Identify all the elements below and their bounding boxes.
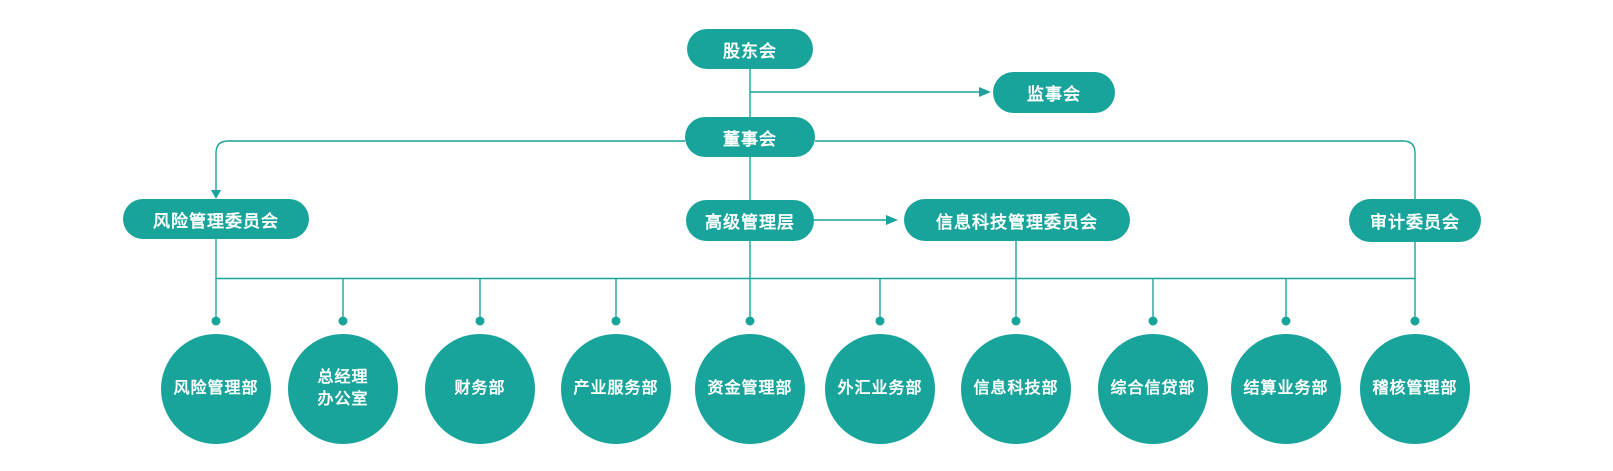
arrowhead-itcommittee [886, 215, 898, 225]
node-dept-it: 信息科技部 [961, 334, 1071, 444]
dept-dot-1 [211, 316, 221, 326]
dept-dot-5 [745, 316, 755, 326]
dept-dot-8 [1148, 316, 1158, 326]
node-dept-risk-management: 风险管理部 [161, 334, 271, 444]
node-supervisory-board: 监事会 [993, 72, 1115, 113]
dept-dot-9 [1281, 316, 1291, 326]
node-dept-treasury: 资金管理部 [695, 334, 805, 444]
connector-board-audit [815, 140, 1416, 279]
dept-dot-10 [1410, 316, 1420, 326]
node-it-management-committee: 信息科技管理委员会 [904, 199, 1130, 241]
connector-board-risk [215, 140, 685, 190]
arrowhead-risk [211, 190, 221, 199]
node-dept-settlement: 结算业务部 [1231, 334, 1341, 444]
dept-dot-6 [875, 316, 885, 326]
dept-dot-4 [611, 316, 621, 326]
node-dept-finance: 财务部 [425, 334, 535, 444]
node-dept-gm-office: 总经理 办公室 [288, 334, 398, 444]
node-dept-audit-management: 稽核管理部 [1360, 334, 1470, 444]
arrowhead-supervisory [979, 87, 991, 97]
node-risk-management-committee: 风险管理委员会 [123, 199, 309, 239]
node-dept-forex: 外汇业务部 [825, 334, 935, 444]
node-dept-industry-services: 产业服务部 [561, 334, 671, 444]
dept-dot-7 [1011, 316, 1021, 326]
node-senior-management: 高级管理层 [686, 200, 814, 241]
node-audit-committee: 审计委员会 [1349, 199, 1481, 242]
dept-dot-2 [338, 316, 348, 326]
node-dept-credit: 综合信贷部 [1098, 334, 1208, 444]
node-shareholders: 股东会 [687, 29, 813, 69]
node-board-of-directors: 董事会 [685, 117, 815, 157]
dept-dot-3 [475, 316, 485, 326]
